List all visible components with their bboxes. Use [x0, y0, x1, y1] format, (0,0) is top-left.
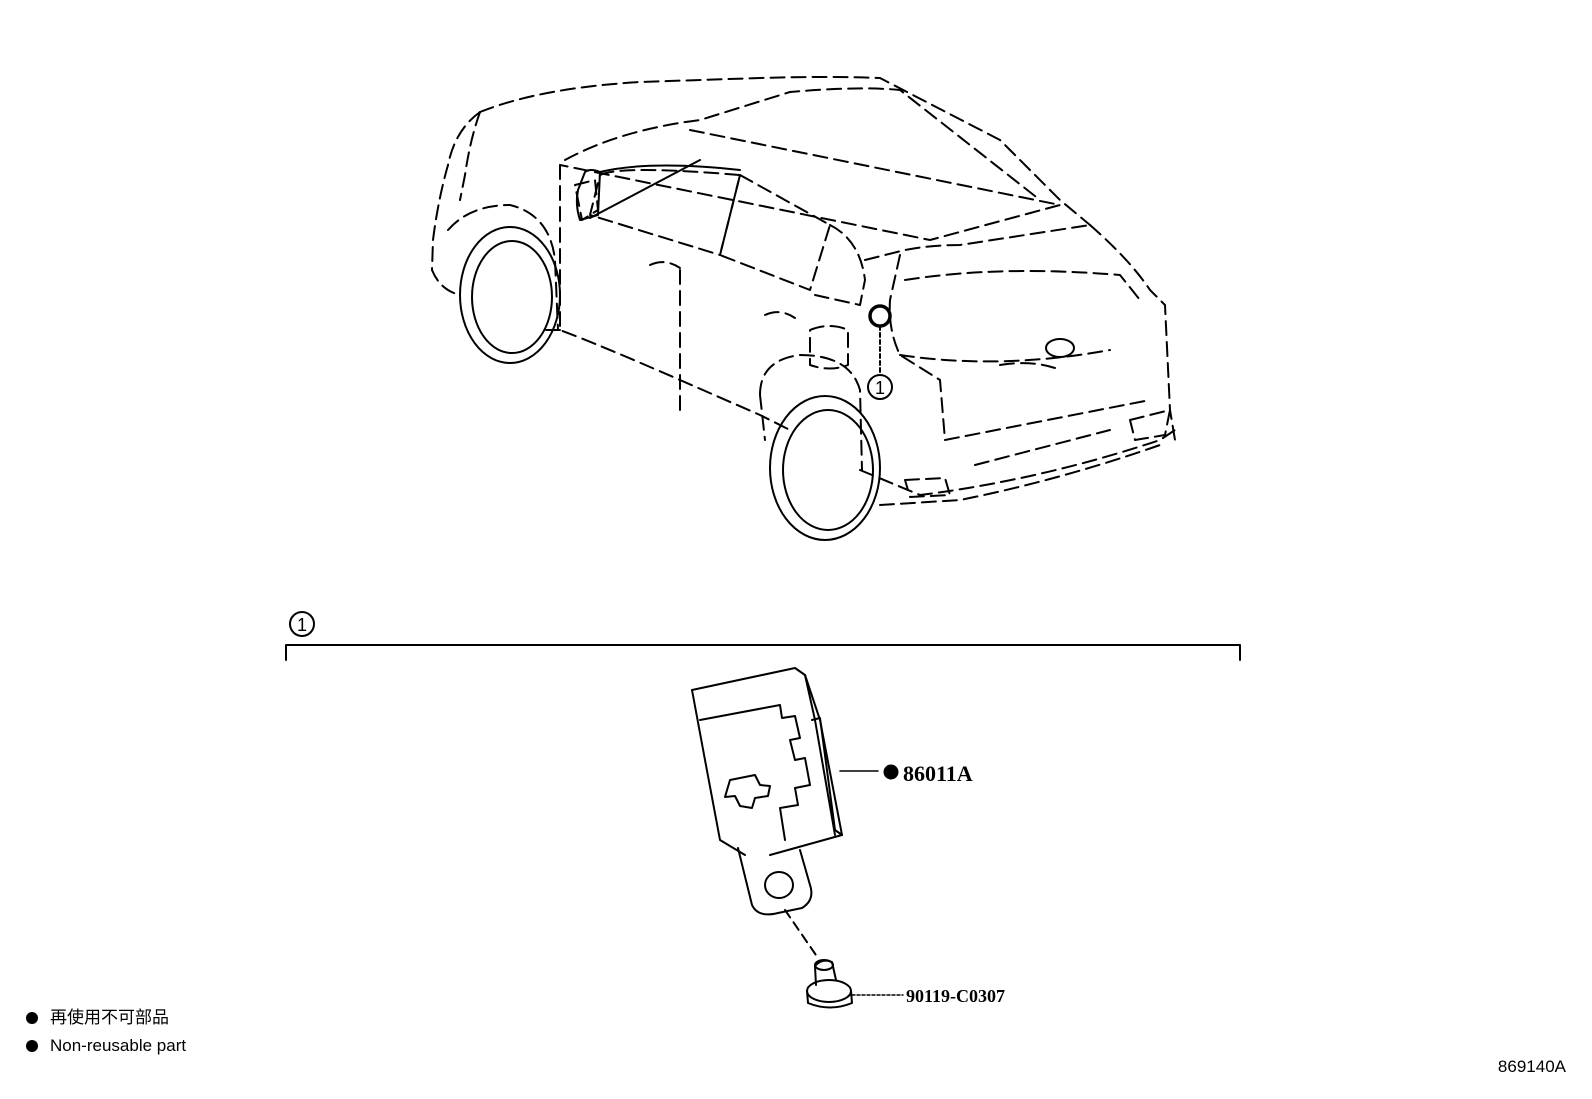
bolt-drawing [806, 959, 853, 1009]
legend-item-japanese: 再使用不可部品 [26, 1008, 169, 1028]
part-number-86011A: 86011A [903, 761, 973, 786]
vehicle-outline [431, 76, 1176, 506]
legend-text-japanese: 再使用不可部品 [50, 1008, 169, 1027]
fastener-alignment-line [784, 909, 819, 959]
legend-dot-icon [26, 1012, 38, 1024]
detail-bracket [285, 644, 1241, 661]
sensor-drawing [691, 667, 843, 916]
rear-emblem [1045, 338, 1075, 358]
callout-circle [867, 374, 893, 400]
callout-number: 1 [875, 378, 885, 398]
legend-item-english: Non-reusable part [26, 1036, 186, 1056]
front-wheel [459, 226, 561, 364]
non-reusable-marker [883, 764, 899, 780]
drawing-code: 869140A [1497, 1057, 1566, 1076]
detail-number-circle [289, 611, 315, 637]
detail-number: 1 [297, 615, 307, 635]
legend-text-english: Non-reusable part [50, 1036, 187, 1055]
location-marker [868, 304, 892, 328]
rear-wheel [769, 395, 881, 541]
legend-dot-icon [26, 1040, 38, 1052]
vehicle-solid-lines [575, 159, 741, 221]
part-number-90119-C0307: 90119-C0307 [906, 986, 1005, 1006]
